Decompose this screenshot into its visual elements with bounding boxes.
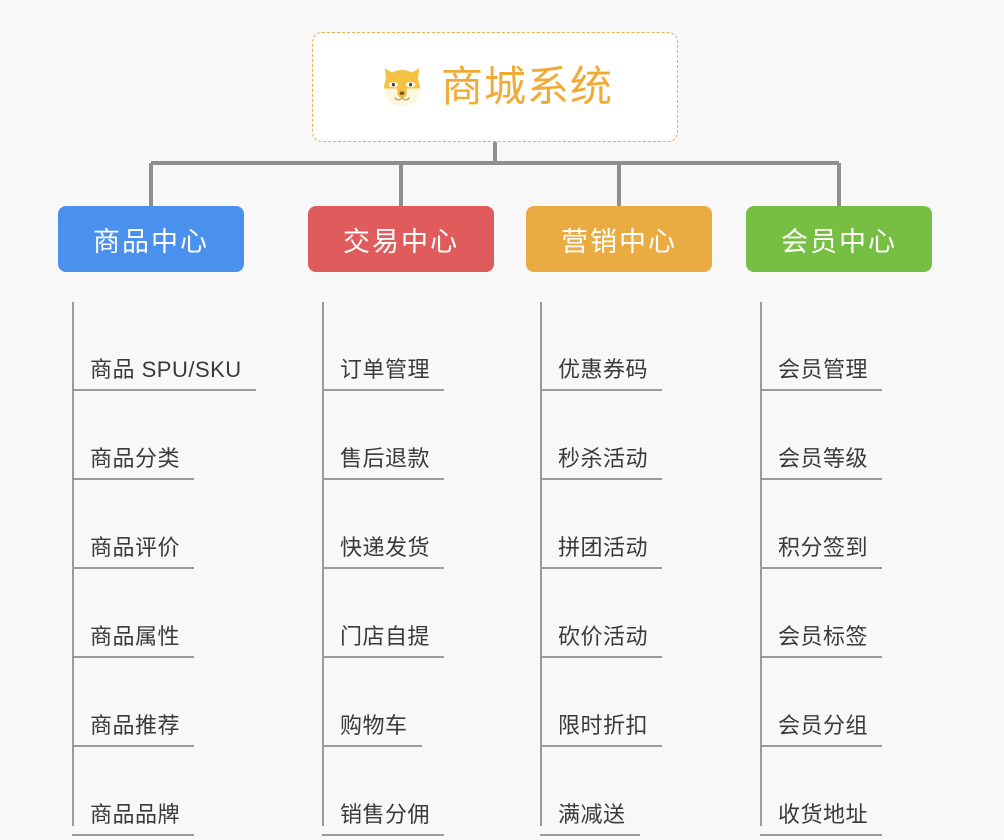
leaf-underline [72,656,194,658]
leaf-underline [72,567,194,569]
leaf-item[interactable]: 拼团活动 [540,480,712,569]
leaf-item[interactable]: 售后退款 [322,391,494,480]
leaf-underline [540,745,662,747]
leaf-item[interactable]: 商品属性 [72,569,244,658]
leaf-item[interactable]: 商品评价 [72,480,244,569]
leaf-underline [322,656,444,658]
branch-header-2[interactable]: 交易中心 [308,206,494,272]
leaf-underline [322,478,444,480]
leaf-label: 优惠券码 [558,356,649,382]
leaf-label: 收货地址 [778,801,869,827]
branch-交易中心: 交易中心 订单管理 售后退款 快递发货 门店自提 购物车 [308,206,494,836]
leaf-label: 满减送 [558,801,626,827]
leaf-underline [72,834,194,836]
leaf-label: 商品分类 [90,445,181,471]
leaf-list-4: 会员管理 会员等级 积分签到 会员标签 会员分组 收货地址 [746,302,932,836]
leaf-underline [760,478,882,480]
leaf-underline [760,567,882,569]
leaf-item[interactable]: 商品推荐 [72,658,244,747]
leaf-label: 购物车 [340,712,408,738]
leaf-item[interactable]: 会员标签 [760,569,932,658]
leaf-label: 限时折扣 [558,712,649,738]
leaf-label: 门店自提 [340,623,431,649]
leaf-item[interactable]: 限时折扣 [540,658,712,747]
leaf-underline [540,656,662,658]
leaf-item[interactable]: 商品品牌 [72,747,244,836]
leaf-underline [760,834,882,836]
leaf-label: 会员等级 [778,445,869,471]
leaf-underline [540,834,640,836]
leaf-underline [72,745,194,747]
branch-trunk-1 [72,302,74,826]
leaf-item[interactable]: 砍价活动 [540,569,712,658]
leaf-list-3: 优惠券码 秒杀活动 拼团活动 砍价活动 限时折扣 满减送 [526,302,712,836]
leaf-label: 快递发货 [340,534,431,560]
leaf-item[interactable]: 秒杀活动 [540,391,712,480]
leaf-item[interactable]: 满减送 [540,747,712,836]
leaf-item[interactable]: 优惠券码 [540,302,712,391]
leaf-item[interactable]: 购物车 [322,658,494,747]
leaf-item[interactable]: 商品分类 [72,391,244,480]
leaf-underline [322,567,444,569]
leaf-list-1: 商品 SPU/SKU 商品分类 商品评价 商品属性 商品推荐 商品品牌 [58,302,256,836]
branch-header-1[interactable]: 商品中心 [58,206,244,272]
leaf-label: 售后退款 [340,445,431,471]
leaf-underline [540,478,662,480]
root-title: 商城系统 [440,63,613,110]
leaf-item[interactable]: 商品 SPU/SKU [72,302,256,391]
leaf-item[interactable]: 积分签到 [760,480,932,569]
branch-trunk-2 [322,302,324,826]
leaf-underline [72,478,194,480]
branch-营销中心: 营销中心 优惠券码 秒杀活动 拼团活动 砍价活动 限时折扣 [526,206,712,836]
leaf-label: 订单管理 [340,356,431,382]
root-node[interactable]: 商城系统 [312,32,678,142]
leaf-item[interactable]: 门店自提 [322,569,494,658]
leaf-underline [760,745,882,747]
branch-header-3[interactable]: 营销中心 [526,206,712,272]
shiba-dog-icon [384,68,420,107]
leaf-label: 商品推荐 [90,712,181,738]
leaf-item[interactable]: 收货地址 [760,747,932,836]
leaf-label: 会员管理 [778,356,869,382]
leaf-underline [540,389,662,391]
leaf-label: 会员标签 [778,623,869,649]
leaf-list-2: 订单管理 售后退款 快递发货 门店自提 购物车 销售分佣 [308,302,494,836]
branch-会员中心: 会员中心 会员管理 会员等级 积分签到 会员标签 会员分组 [746,206,932,836]
leaf-label: 商品评价 [90,534,181,560]
leaf-label: 积分签到 [778,534,869,560]
leaf-underline [760,389,882,391]
leaf-underline [760,656,882,658]
leaf-underline [322,834,444,836]
leaf-underline [72,389,256,391]
leaf-label: 秒杀活动 [558,445,649,471]
branch-商品中心: 商品中心 商品 SPU/SKU 商品分类 商品评价 商品属性 商品推荐 [58,206,256,836]
leaf-underline [322,389,444,391]
branch-trunk-4 [760,302,762,826]
leaf-item[interactable]: 快递发货 [322,480,494,569]
leaf-item[interactable]: 会员分组 [760,658,932,747]
leaf-label: 商品品牌 [90,801,181,827]
leaf-label: 砍价活动 [558,623,649,649]
leaf-item[interactable]: 销售分佣 [322,747,494,836]
branch-trunk-3 [540,302,542,826]
leaf-underline [322,745,422,747]
leaf-label: 商品属性 [90,623,181,649]
leaf-label: 会员分组 [778,712,869,738]
leaf-item[interactable]: 订单管理 [322,302,494,391]
leaf-label: 销售分佣 [340,801,431,827]
leaf-item[interactable]: 会员等级 [760,391,932,480]
branch-header-4[interactable]: 会员中心 [746,206,932,272]
leaf-underline [540,567,662,569]
leaf-item[interactable]: 会员管理 [760,302,932,391]
leaf-label: 拼团活动 [558,534,649,560]
leaf-label: 商品 SPU/SKU [90,356,242,382]
